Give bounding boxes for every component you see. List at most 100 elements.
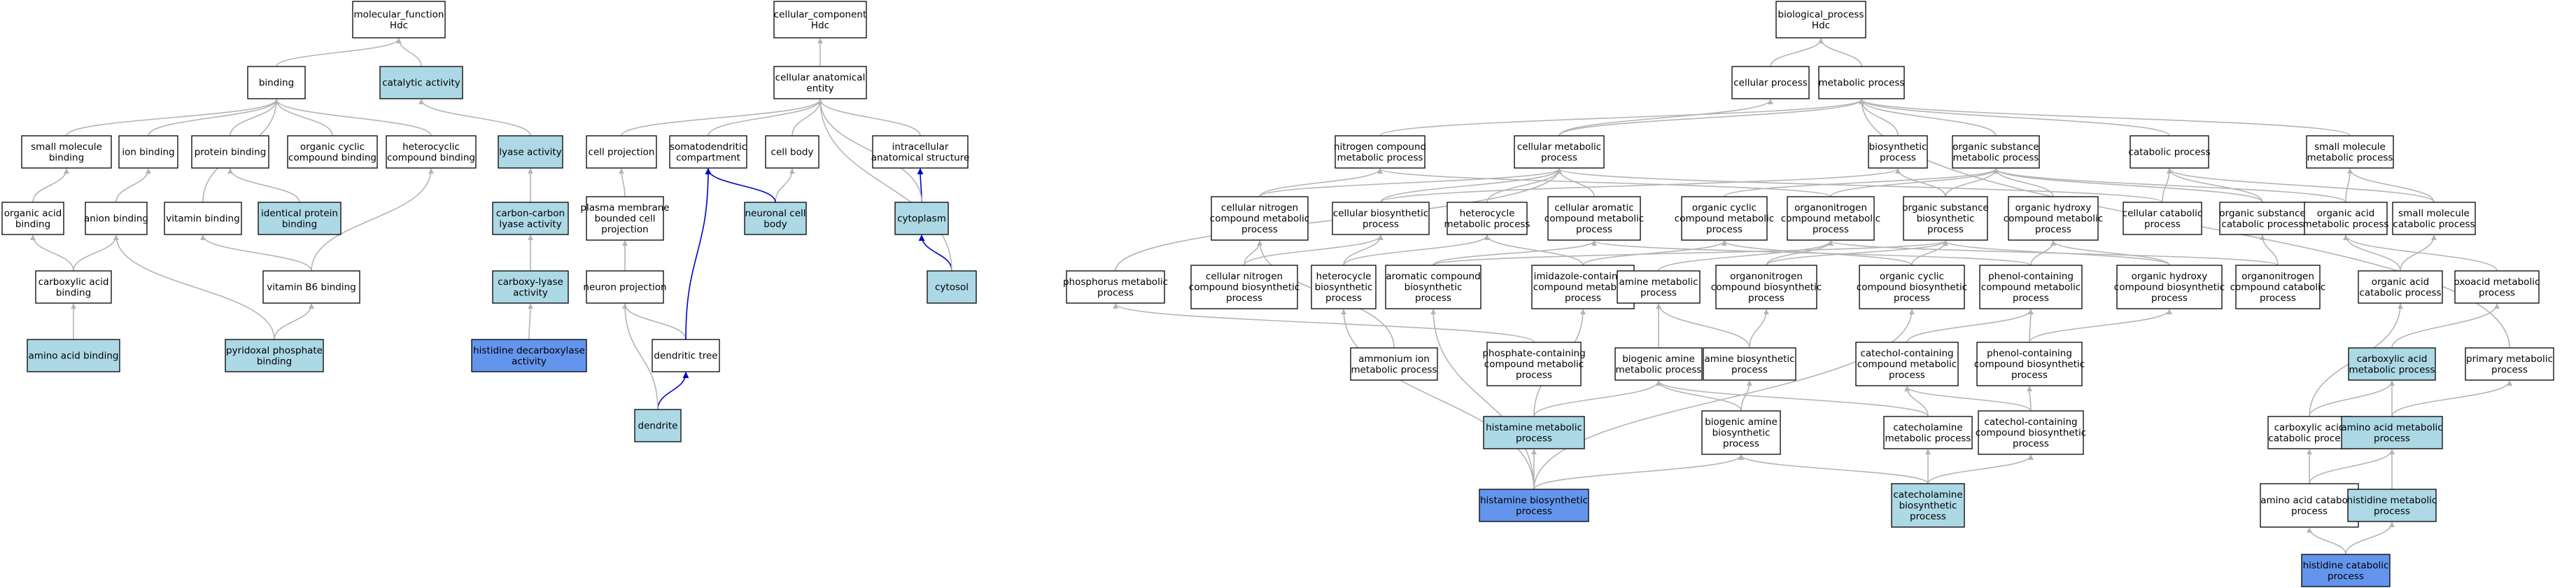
edge-cab-to-oab bbox=[30, 234, 74, 272]
term-box bbox=[352, 1, 446, 38]
term-box bbox=[773, 1, 867, 38]
term-label-line: process bbox=[1910, 511, 1946, 522]
term-node-aab: amino acid binding bbox=[27, 339, 120, 372]
term-label-line: histidine metabolic bbox=[2347, 495, 2437, 506]
term-label-line: catecholamine bbox=[1893, 489, 1962, 500]
term-box bbox=[773, 66, 867, 99]
term-box bbox=[1681, 196, 1768, 241]
term-label-line: catabolic process bbox=[2221, 218, 2303, 230]
term-box bbox=[669, 135, 747, 169]
term-label-line: process bbox=[1889, 370, 1925, 381]
term-node-vb6: vitamin B6 binding bbox=[262, 270, 360, 304]
term-label-line: process bbox=[2291, 505, 2328, 517]
term-label-line: organic cyclic bbox=[300, 141, 365, 153]
term-label-line: cellular_component bbox=[774, 9, 866, 20]
edge-oamp-to-osmp bbox=[1993, 168, 2346, 203]
edge-idprot-to-protb bbox=[227, 168, 300, 203]
term-label-line: process bbox=[1576, 224, 1612, 235]
term-label-line: compound binding bbox=[288, 152, 376, 163]
term-label-line: intracellular bbox=[892, 141, 949, 153]
term-label-line: small molecule bbox=[2314, 141, 2386, 153]
term-label-line: biogenic amine bbox=[1705, 416, 1778, 428]
term-label-line: process bbox=[1516, 505, 1552, 517]
term-label-line: amine biosynthetic bbox=[1704, 354, 1794, 365]
term-label-line: biosynthetic bbox=[1712, 428, 1771, 439]
term-label-line: process bbox=[1748, 293, 1785, 304]
term-label-line: anatomical structure bbox=[871, 152, 970, 163]
term-label-line: amine metabolic bbox=[1619, 276, 1698, 288]
edge-cellproj-to-cae bbox=[621, 99, 823, 136]
edge-histmp-to-bamp bbox=[1533, 380, 1661, 417]
edge-biosyn-to-metproc bbox=[1859, 99, 1899, 136]
term-label-line: biogenic amine bbox=[1622, 354, 1695, 365]
term-box bbox=[85, 202, 148, 235]
term-box bbox=[1731, 66, 1810, 99]
term-label-line: primary metabolic bbox=[2466, 354, 2553, 365]
edge-hetb-to-binding bbox=[274, 99, 432, 136]
term-box bbox=[492, 270, 569, 304]
edge-catechbp-to-catechmp bbox=[1904, 386, 2032, 412]
term-label-line: compound catabolic bbox=[2230, 282, 2326, 293]
term-box bbox=[2267, 416, 2351, 449]
term-label-line: amino acid metabolic bbox=[2341, 422, 2442, 433]
term-box bbox=[2358, 270, 2443, 304]
edge-histbp-to-hetbp bbox=[1341, 309, 1535, 490]
edge-cytosol-to-cyto bbox=[918, 234, 952, 272]
term-box bbox=[118, 135, 178, 169]
term-box bbox=[586, 196, 664, 241]
edge-catechmp-to-phenmp bbox=[1906, 309, 2034, 343]
edge-imidmp-to-hetmp bbox=[1484, 234, 1584, 266]
term-label-line: biosynthetic bbox=[1899, 500, 1957, 512]
term-label-line: cellular anatomical bbox=[775, 72, 866, 83]
term-label-line: metabolic process bbox=[1819, 78, 1905, 89]
term-label-line: process bbox=[1731, 364, 1768, 375]
edge-anionb-to-ionb bbox=[115, 168, 151, 203]
term-label-line: compound biosynthetic bbox=[1711, 282, 1822, 293]
term-label-line: process bbox=[1927, 224, 1964, 235]
term-label-line: plasma membrane bbox=[580, 202, 669, 214]
term-label-line: entity bbox=[806, 83, 833, 94]
edge-vb6-to-hetb bbox=[311, 168, 434, 272]
edge-cbp-to-biosyn bbox=[1380, 168, 1901, 203]
edge-cmp-to-cellproc bbox=[1558, 99, 1773, 136]
edge-oscp-to-osmp bbox=[1993, 168, 2263, 203]
term-label-line: biosynthetic bbox=[1315, 282, 1373, 293]
term-label-line: cell body bbox=[771, 147, 814, 158]
term-box bbox=[2235, 265, 2321, 309]
term-label-line: organic hydroxy bbox=[2015, 202, 2092, 214]
term-label-line: compound metabolic bbox=[1484, 359, 1584, 370]
term-label-line: Hdc bbox=[811, 20, 829, 31]
term-label-line: catabolic process bbox=[2128, 147, 2210, 158]
term-label-line: aromatic compound bbox=[1386, 271, 1480, 282]
edge-binding-to-mf bbox=[276, 38, 402, 67]
term-box bbox=[379, 66, 463, 99]
edge-dtree-to-somato bbox=[685, 168, 712, 340]
term-label-line: cellular process bbox=[1733, 78, 1808, 89]
term-box bbox=[164, 202, 242, 235]
term-box bbox=[2008, 196, 2099, 241]
edge-orgnccp-to-orgncmp bbox=[1828, 240, 2279, 266]
edge-histbp-to-babp bbox=[1533, 454, 1744, 490]
term-node-protb: protein binding bbox=[191, 135, 269, 169]
edge-babp-to-bamp bbox=[1656, 380, 1742, 412]
term-label-line: carbon-carbon bbox=[496, 208, 565, 219]
term-box bbox=[1211, 196, 1309, 241]
term-label-line: lyase activity bbox=[499, 218, 561, 230]
term-label-line: cellular catabolic bbox=[2123, 208, 2203, 219]
